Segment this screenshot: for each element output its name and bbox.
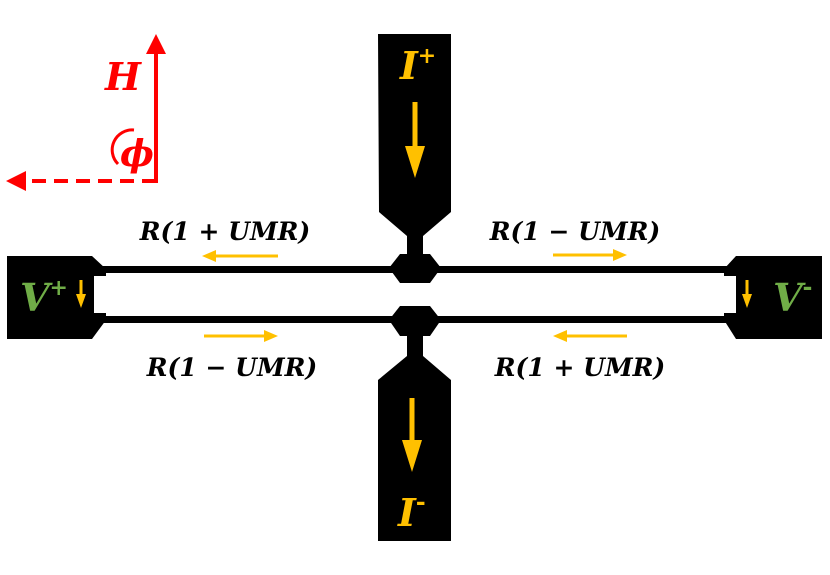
left-pad-opening xyxy=(94,276,106,313)
lower-arm xyxy=(100,316,732,323)
left-pad-inner-taper-bottom xyxy=(92,313,104,320)
equation-bottom-right: R(1 + UMR) xyxy=(494,353,665,382)
equation-top-left: R(1 + UMR) xyxy=(139,217,310,246)
right-pad-opening xyxy=(724,276,736,313)
right-pad-current-arrow-head xyxy=(742,294,752,308)
lower-right-arm-arrow-head xyxy=(553,330,567,342)
right-pad-inner-taper xyxy=(726,269,738,276)
field-label: H xyxy=(104,54,142,99)
lower-left-arm-arrow-head xyxy=(264,330,278,342)
current-arrows xyxy=(76,102,752,472)
current-plus-label: I+ xyxy=(399,43,436,88)
equation-bottom-left: R(1 − UMR) xyxy=(146,353,317,382)
voltage-minus-label: V- xyxy=(773,272,812,320)
equation-top-right: R(1 − UMR) xyxy=(489,217,660,246)
contact-labels: I+ I- V+ V- xyxy=(20,43,812,535)
field-indicator: H ϕ xyxy=(6,34,166,191)
upper-arm xyxy=(100,266,732,273)
top-pad-current-arrow-head xyxy=(405,146,425,178)
current-minus-label: I- xyxy=(397,487,426,535)
upper-right-arm-arrow-head xyxy=(613,249,627,261)
right-pad-inner-taper-bottom xyxy=(726,313,738,320)
device-structure xyxy=(7,34,822,541)
angle-label: ϕ xyxy=(120,133,154,175)
right-voltage-pad xyxy=(724,256,822,339)
pad-openings xyxy=(94,276,736,313)
equation-labels: R(1 + UMR) R(1 − UMR) R(1 − UMR) R(1 + U… xyxy=(139,217,665,382)
left-voltage-pad xyxy=(7,256,106,339)
voltage-plus-label: V+ xyxy=(20,275,68,320)
angle-arc xyxy=(110,128,135,166)
upper-left-arm-arrow-head xyxy=(202,250,216,262)
left-pad-inner-taper xyxy=(92,269,104,276)
left-pad-current-arrow-head xyxy=(76,294,86,308)
bottom-pad-current-arrow-head xyxy=(402,440,422,472)
